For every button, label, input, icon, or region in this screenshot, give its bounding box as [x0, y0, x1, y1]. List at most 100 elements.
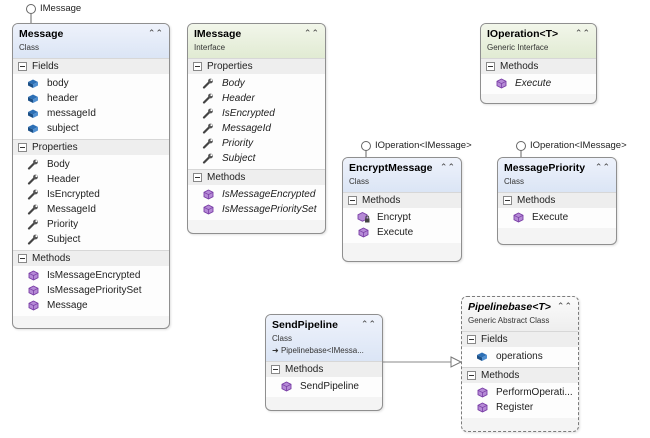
field-icon [27, 108, 40, 119]
double-chevron-up-icon[interactable]: ⌃⌃ [439, 162, 455, 172]
member-item[interactable]: header [13, 91, 169, 106]
double-chevron-up-icon[interactable]: ⌃⌃ [574, 28, 590, 38]
methods-section-header[interactable]: Methods [481, 58, 596, 74]
member-item[interactable]: Register [462, 400, 578, 415]
pipelinebase-header[interactable]: Pipelinebase<T> Generic Abstract Class ⌃… [462, 297, 578, 331]
minus-toggle-icon[interactable] [503, 196, 512, 205]
minus-toggle-icon[interactable] [467, 335, 476, 344]
methods-section-header[interactable]: Methods [343, 192, 461, 208]
lollipop-label: IOperation<IMessage> [375, 140, 472, 151]
minus-toggle-icon[interactable] [271, 365, 280, 374]
member-item[interactable]: MessageId [188, 121, 325, 136]
ioperation-header[interactable]: IOperation<T> Generic Interface ⌃⌃ [481, 24, 596, 58]
member-item[interactable]: IsEncrypted [188, 106, 325, 121]
wrench-property-icon [202, 108, 215, 119]
method-cube-icon [495, 78, 508, 89]
member-item[interactable]: MessageId [13, 202, 169, 217]
ioperation-interface-shape[interactable]: IOperation<T> Generic Interface ⌃⌃ Metho… [480, 23, 597, 104]
member-item[interactable]: IsMessagePrioritySet [13, 283, 169, 298]
methods-section-header[interactable]: Methods [462, 367, 578, 383]
member-item[interactable]: body [13, 76, 169, 91]
member-item[interactable]: IsMessageEncrypted [13, 268, 169, 283]
member-item[interactable]: Execute [343, 225, 461, 240]
minus-toggle-icon[interactable] [467, 371, 476, 380]
member-label: Priority [47, 219, 79, 230]
member-item[interactable]: IsEncrypted [13, 187, 169, 202]
properties-section-header[interactable]: Properties [13, 139, 169, 155]
member-item[interactable]: Execute [498, 210, 616, 225]
message-class-header[interactable]: Message Class ⌃⌃ [13, 24, 169, 58]
member-item[interactable]: IsMessagePrioritySet [188, 202, 325, 217]
fields-section-header[interactable]: Fields [13, 58, 169, 74]
section-label: Properties [32, 142, 78, 153]
minus-toggle-icon[interactable] [348, 196, 357, 205]
methods-list: SendPipeline [266, 377, 382, 397]
interface-lollipop-icon [361, 140, 371, 151]
minus-toggle-icon[interactable] [193, 62, 202, 71]
double-chevron-up-icon[interactable]: ⌃⌃ [556, 301, 572, 311]
pipelinebase-abstract-class-shape[interactable]: Pipelinebase<T> Generic Abstract Class ⌃… [461, 296, 579, 432]
double-chevron-up-icon[interactable]: ⌃⌃ [594, 162, 610, 172]
methods-list: PerformOperati... Register [462, 383, 578, 418]
method-cube-icon [357, 227, 370, 238]
member-label: Body [47, 159, 70, 170]
member-label: Subject [47, 234, 81, 245]
member-label: Register [496, 402, 534, 413]
methods-section-header[interactable]: Methods [266, 361, 382, 377]
minus-toggle-icon[interactable] [18, 143, 27, 152]
minus-toggle-icon[interactable] [486, 62, 495, 71]
member-label: Header [222, 93, 255, 104]
member-item[interactable]: subject [13, 121, 169, 136]
member-item[interactable]: IsMessageEncrypted [188, 187, 325, 202]
double-chevron-up-icon[interactable]: ⌃⌃ [303, 28, 319, 38]
member-item[interactable]: Header [13, 172, 169, 187]
member-item[interactable]: messageId [13, 106, 169, 121]
minus-toggle-icon[interactable] [18, 254, 27, 263]
methods-section-header[interactable]: Methods [498, 192, 616, 208]
encrypt-message-header[interactable]: EncryptMessage Class ⌃⌃ [343, 158, 461, 192]
member-item[interactable]: Subject [13, 232, 169, 247]
member-item[interactable]: Encrypt [343, 210, 461, 225]
methods-section: Methods Execute [481, 58, 596, 94]
method-cube-icon [27, 270, 40, 281]
member-label: Execute [377, 227, 414, 238]
member-item[interactable]: Header [188, 91, 325, 106]
method-cube-icon [476, 387, 489, 398]
field-icon [476, 351, 489, 362]
message-priority-class-shape[interactable]: MessagePriority Class ⌃⌃ Methods Execute [497, 157, 617, 245]
minus-toggle-icon[interactable] [193, 173, 202, 182]
wrench-property-icon [27, 174, 40, 185]
member-item[interactable]: PerformOperati... [462, 385, 578, 400]
send-pipeline-header[interactable]: SendPipeline Class ➜ Pipelinebase<IMessa… [266, 315, 382, 361]
member-item[interactable]: Execute [481, 76, 596, 91]
methods-section-header[interactable]: Methods [188, 169, 325, 185]
member-item[interactable]: Subject [188, 151, 325, 166]
field-icon [27, 123, 40, 134]
fields-section-header[interactable]: Fields [462, 331, 578, 347]
private-method-icon [357, 212, 370, 223]
member-item[interactable]: Priority [188, 136, 325, 151]
fields-list: operations [462, 347, 578, 367]
class-stereotype: Class [272, 334, 293, 343]
member-item[interactable]: SendPipeline [266, 379, 382, 394]
methods-section-header[interactable]: Methods [13, 250, 169, 266]
double-chevron-up-icon[interactable]: ⌃⌃ [360, 319, 376, 329]
properties-section-header[interactable]: Properties [188, 58, 325, 74]
member-item[interactable]: Message [13, 298, 169, 313]
member-item[interactable]: Body [13, 157, 169, 172]
minus-toggle-icon[interactable] [18, 62, 27, 71]
message-priority-header[interactable]: MessagePriority Class ⌃⌃ [498, 158, 616, 192]
send-pipeline-class-shape[interactable]: SendPipeline Class ➜ Pipelinebase<IMessa… [265, 314, 383, 411]
member-item[interactable]: Priority [13, 217, 169, 232]
double-chevron-up-icon[interactable]: ⌃⌃ [147, 28, 163, 38]
member-item[interactable]: operations [462, 349, 578, 364]
section-label: Methods [517, 195, 556, 206]
member-item[interactable]: Body [188, 76, 325, 91]
imessage-header[interactable]: IMessage Interface ⌃⌃ [188, 24, 325, 58]
